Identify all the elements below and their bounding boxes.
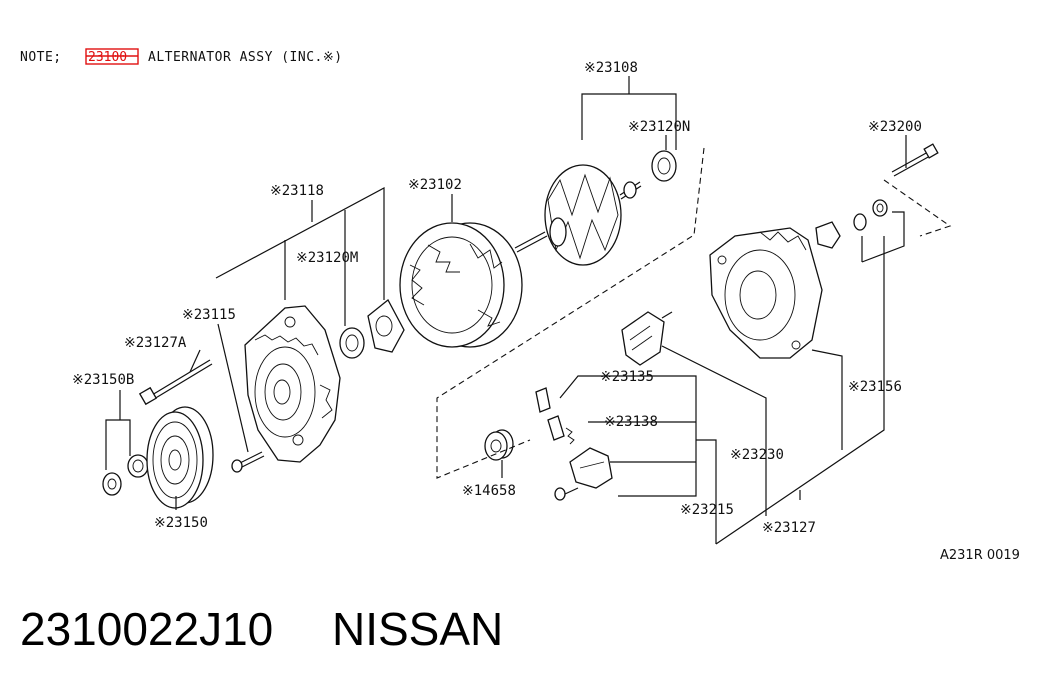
brush-holder-part [621, 311, 673, 366]
label-23138: ※23138 [604, 414, 658, 430]
rear-bearing-part [651, 150, 677, 182]
label-23120N: ※23120N [628, 119, 690, 135]
diagram-reference: A231R 0019 [940, 548, 1020, 563]
brush-part [535, 387, 575, 445]
label-23150: ※23150 [154, 515, 208, 531]
bearing-retainer-part [367, 299, 405, 353]
terminal-insulator-part [815, 199, 888, 249]
label-23230: ※23230 [730, 447, 784, 463]
brand-name: NISSAN [332, 603, 503, 655]
part-number: 2310022J10 [20, 603, 273, 655]
note-text: ALTERNATOR ASSY (INC.※) [148, 50, 343, 65]
note-highlighted-part: 23100 [88, 50, 127, 65]
assembly-guide-line [436, 147, 705, 479]
nut-part [102, 472, 122, 496]
label-23150B: ※23150B [72, 372, 134, 388]
label-23120M: ※23120M [296, 250, 358, 266]
label-23115: ※23115 [182, 307, 236, 323]
front-bearing-part [339, 327, 365, 359]
washer-part [127, 454, 149, 478]
label-23200: ※23200 [868, 119, 922, 135]
label-23118: ※23118 [270, 183, 324, 199]
stator-part [399, 222, 523, 348]
label-23156: ※23156 [848, 379, 902, 395]
label-23215: ※23215 [680, 502, 734, 518]
label-14658: ※14658 [462, 483, 516, 499]
rotor-part [514, 164, 642, 266]
label-23102: ※23102 [408, 177, 462, 193]
rear-housing-part [709, 227, 823, 359]
grommet-part [484, 429, 514, 461]
terminal-guide-line [883, 179, 952, 237]
label-23127A: ※23127A [124, 335, 187, 351]
leader-lines [105, 76, 907, 545]
label-23135: ※23135 [600, 369, 654, 385]
label-23108: ※23108 [584, 60, 638, 76]
front-housing-part [244, 305, 341, 463]
terminal-bolt-part [891, 143, 939, 177]
screw-part [231, 451, 265, 473]
label-23127: ※23127 [762, 520, 816, 536]
note-prefix: NOTE; [20, 50, 62, 65]
through-bolt-part [138, 359, 213, 406]
regulator-part [554, 447, 613, 501]
pulley-part [146, 406, 214, 509]
